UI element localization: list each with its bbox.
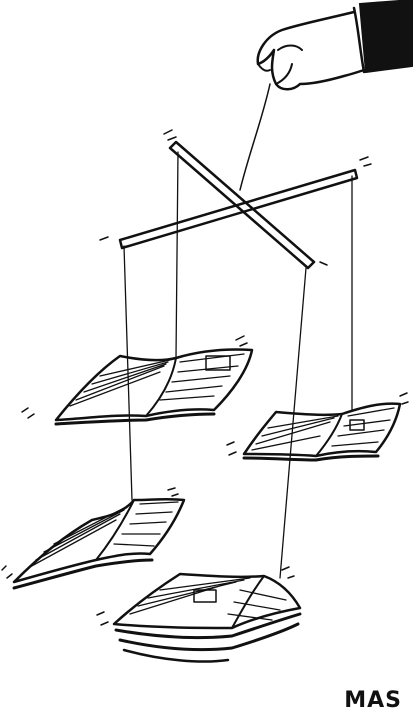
book-lower-left <box>1 487 186 590</box>
artist-signature: MAS <box>344 688 402 713</box>
main-string <box>239 83 271 191</box>
hand <box>256 10 366 91</box>
marionette-control-bar <box>99 129 372 270</box>
book-bottom <box>96 566 302 663</box>
book-right <box>226 392 409 462</box>
puppeteer-hand <box>256 0 413 91</box>
book-top-left <box>21 335 254 426</box>
sleeve <box>358 0 413 74</box>
cuff <box>352 6 366 74</box>
